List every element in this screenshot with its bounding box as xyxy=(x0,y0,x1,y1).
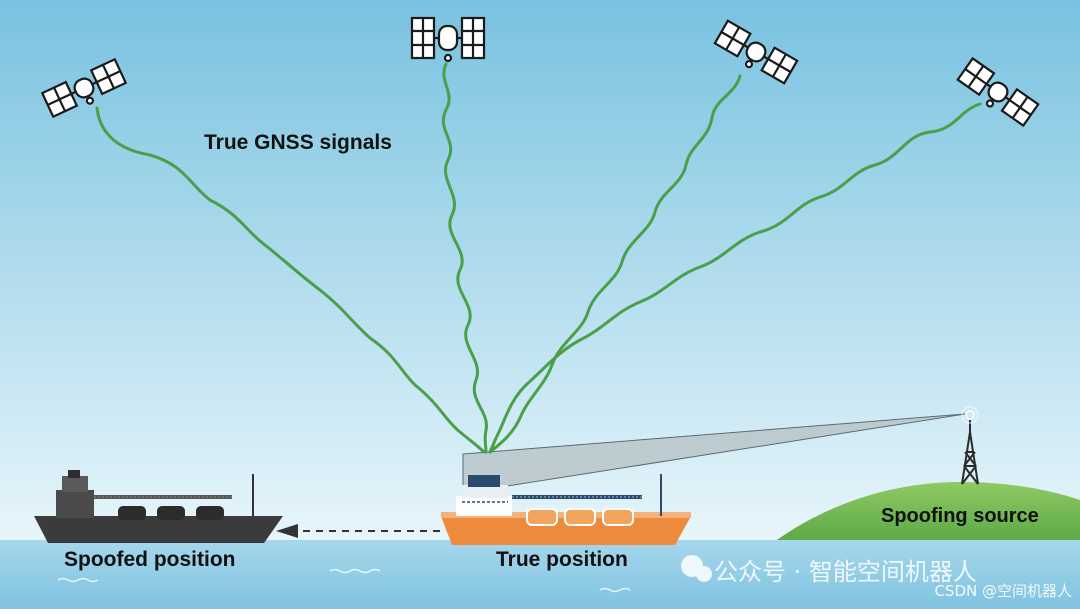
hill xyxy=(770,482,1080,545)
true-gnss-signals-label: True GNSS signals xyxy=(204,131,392,154)
signal-wave xyxy=(95,106,486,454)
signal-waves xyxy=(95,62,982,454)
watermark-account: 公众号 · 智能空间机器人 xyxy=(714,558,977,586)
satellite-icon xyxy=(956,56,1040,128)
true-ship-icon xyxy=(441,474,691,545)
satellite-icon xyxy=(713,19,799,85)
watermark-csdn: CSDN @空间机器人 xyxy=(934,582,1072,600)
spoofed-ship-icon xyxy=(34,470,283,543)
spoofed-position-label: Spoofed position xyxy=(64,548,236,571)
wechat-icon xyxy=(681,555,712,582)
radio-tower-icon xyxy=(961,406,979,485)
true-position-label: True position xyxy=(496,548,628,571)
waves xyxy=(57,568,631,593)
signal-wave xyxy=(488,74,742,454)
spoofing-source-label: Spoofing source xyxy=(881,505,1039,527)
signal-wave xyxy=(488,102,982,454)
signal-wave xyxy=(441,62,488,454)
satellite-icon xyxy=(410,16,486,63)
sea xyxy=(0,540,1080,609)
satellite-icon xyxy=(40,57,128,119)
